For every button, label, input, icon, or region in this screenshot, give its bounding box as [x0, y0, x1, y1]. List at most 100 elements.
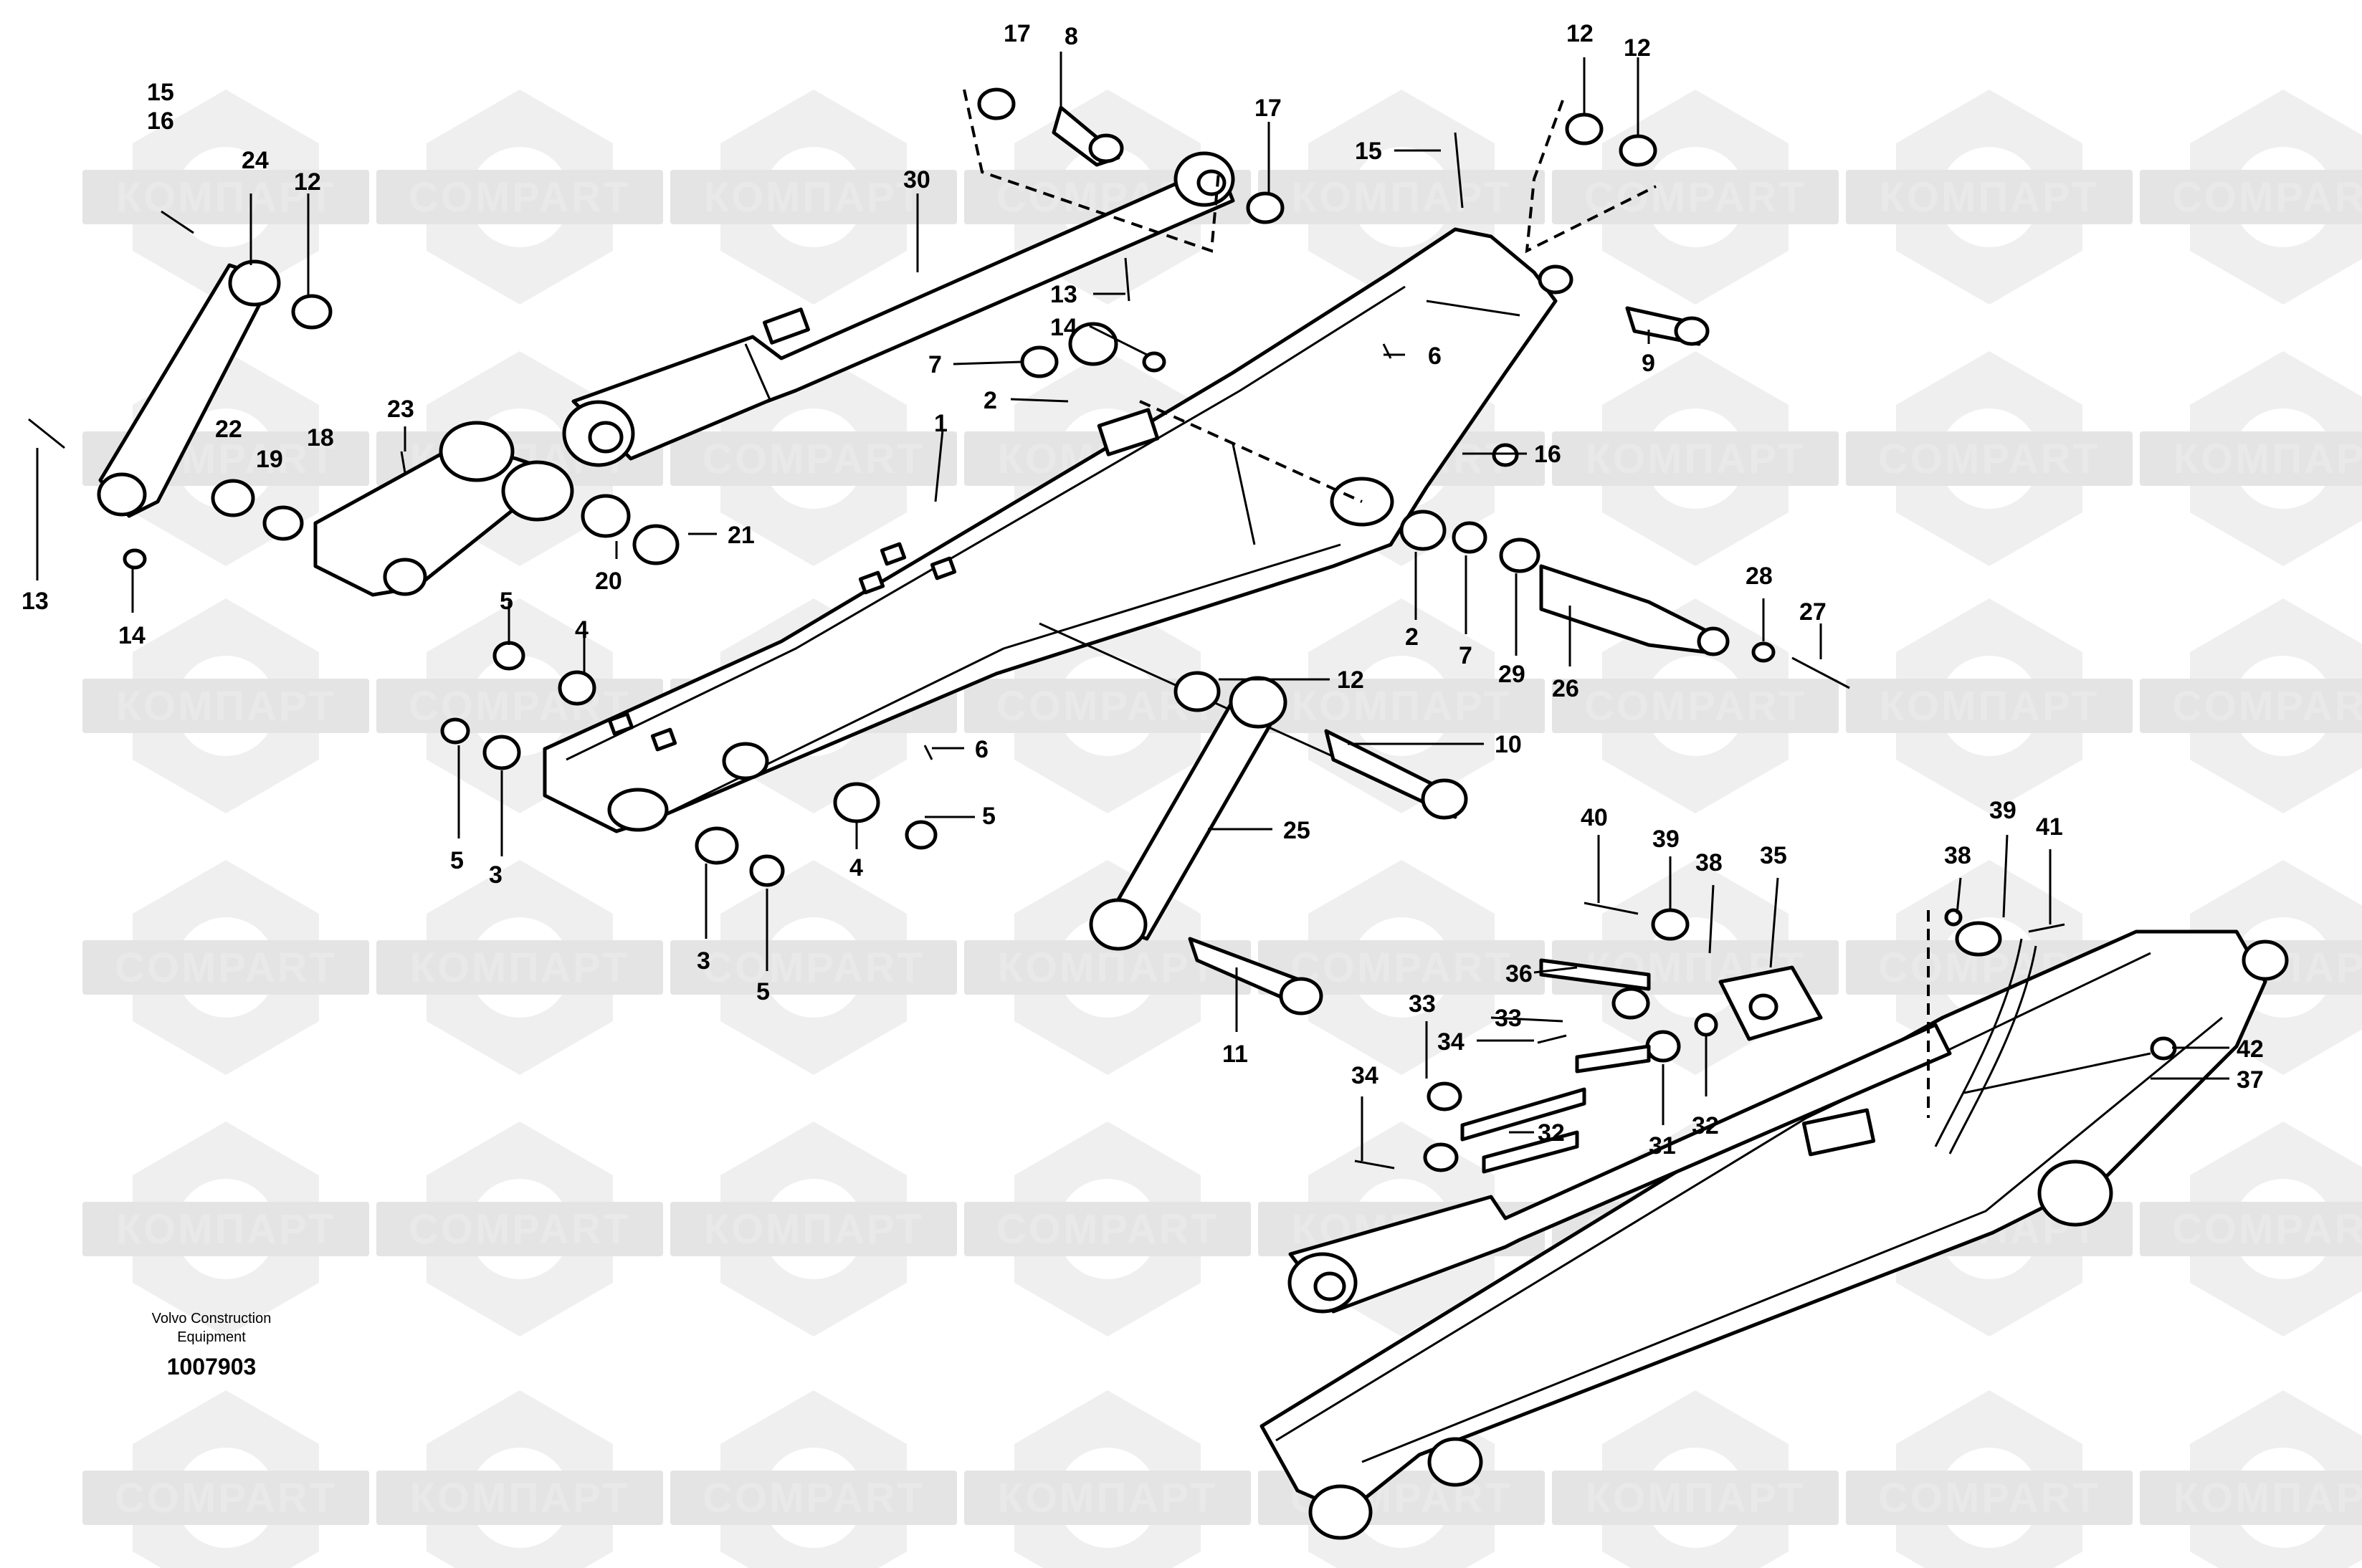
callout-6: 6 [975, 736, 989, 763]
callout-33: 33 [1409, 990, 1436, 1018]
link-arms [97, 259, 1287, 951]
watermark-tile: COMPART [376, 90, 663, 305]
callout-13: 13 [22, 588, 49, 615]
callout-15: 15 [1355, 138, 1382, 165]
watermark-text: COMPART [115, 945, 337, 991]
callout-19: 19 [256, 446, 283, 473]
watermark-tile: COMPART [1552, 90, 1839, 305]
watermark-tile: КОМПАРТ [964, 1390, 1251, 1568]
watermark-tile: COMPART [376, 1122, 663, 1337]
watermark-tile: COMPART [1846, 1390, 2133, 1568]
watermark-tile: КОМПАРТ [670, 1122, 957, 1337]
callout-17: 17 [1004, 20, 1031, 47]
callout-3: 3 [489, 861, 503, 889]
watermark-text: КОМПАРТ [998, 945, 1218, 991]
callout-2: 2 [984, 387, 997, 414]
callout-12: 12 [1624, 34, 1651, 62]
callout-34: 34 [1437, 1028, 1465, 1056]
watermark-text: COMPART [1878, 436, 2100, 482]
watermark-text: COMPART [1584, 683, 1806, 730]
watermark-tile: КОМПАРТ [82, 1122, 369, 1337]
watermark-tile: КОМПАРТ [2140, 351, 2362, 566]
callout-13: 13 [1050, 281, 1077, 308]
watermark-tile: КОМПАРТ [376, 1390, 663, 1568]
callout-27: 27 [1799, 598, 1827, 626]
callout-4: 4 [575, 616, 589, 644]
watermark-text: COMPART [2172, 174, 2362, 221]
callout-30: 30 [903, 166, 930, 193]
callout-12: 12 [294, 168, 321, 196]
boom-cylinder [562, 151, 1235, 467]
callout-26: 26 [1552, 675, 1579, 702]
watermark-text: COMPART [409, 1206, 631, 1253]
callout-25: 25 [1283, 817, 1310, 844]
callout-18: 18 [307, 424, 334, 451]
callout-23: 23 [387, 396, 414, 423]
callout-15: 15 [147, 79, 174, 106]
callout-32: 32 [1692, 1112, 1719, 1139]
boom-assembly [543, 227, 1573, 833]
callout-14: 14 [118, 622, 146, 649]
watermark-text: КОМПАРТ [998, 1475, 1218, 1521]
callout-41: 41 [2036, 813, 2063, 841]
callout-39: 39 [1652, 826, 1680, 853]
callout-37: 37 [2237, 1066, 2264, 1094]
watermark-text: КОМПАРТ [1586, 1475, 1806, 1521]
callout-11: 11 [1222, 1041, 1248, 1068]
callout-31: 31 [1649, 1132, 1676, 1160]
callout-9: 9 [1642, 350, 1655, 377]
callout-38: 38 [1944, 842, 1971, 869]
watermark-text: COMPART [2172, 1206, 2362, 1253]
watermark-tile: COMPART [670, 1390, 957, 1568]
callout-7: 7 [1459, 642, 1472, 669]
watermark-tile: COMPART [670, 860, 957, 1075]
watermark-layer: КОМПАРТ COMPART КОМПАРТ COMPART КОМПАРТ COMPA… [82, 90, 2362, 1568]
manufacturer-line-1: Volvo Construction [152, 1311, 272, 1326]
callout-labels: 17 8 17 12 12 15 16 24 12 30 15 13 14 7 … [22, 20, 2264, 1160]
watermark-text: COMPART [409, 683, 631, 730]
watermark-text: КОМПАРТ [1880, 683, 2100, 730]
callout-1: 1 [934, 410, 948, 437]
watermark-text: КОМПАРТ [704, 174, 924, 221]
watermark-tile: COMPART [2140, 90, 2362, 305]
callout-2: 2 [1405, 623, 1419, 651]
callout-12: 12 [1337, 666, 1364, 694]
watermark-text: COMPART [703, 436, 925, 482]
callout-14: 14 [1050, 314, 1077, 341]
pins-and-bushings [28, 87, 1850, 1015]
watermark-tile: COMPART [2140, 1122, 2362, 1337]
watermark-tile: КОМПАРТ [964, 860, 1251, 1075]
watermark-text: COMPART [1290, 945, 1513, 991]
watermark-tile: COMPART [1258, 860, 1545, 1075]
callout-28: 28 [1746, 563, 1773, 590]
callout-21: 21 [728, 522, 755, 549]
watermark-text: COMPART [2172, 683, 2362, 730]
callout-29: 29 [1498, 661, 1525, 688]
watermark-tile: КОМПАРТ [1846, 90, 2133, 305]
watermark-text: КОМПАРТ [116, 683, 336, 730]
watermark-tile: КОМПАРТ [1552, 351, 1839, 566]
watermark-text: COMPART [996, 1206, 1219, 1253]
callout-3: 3 [697, 947, 710, 975]
callout-17: 17 [1254, 95, 1282, 122]
watermark-tile: COMPART [964, 1122, 1251, 1337]
watermark-tile: COMPART [1552, 598, 1839, 813]
watermark-tile: COMPART [2140, 598, 2362, 813]
callout-5: 5 [982, 803, 996, 830]
callout-5: 5 [450, 847, 464, 874]
watermark-text: COMPART [703, 1475, 925, 1521]
callout-34: 34 [1351, 1062, 1378, 1089]
watermark-text: КОМПАРТ [1292, 683, 1512, 730]
watermark-text: КОМПАРТ [116, 174, 336, 221]
callout-42: 42 [2237, 1036, 2264, 1063]
callout-8: 8 [1065, 23, 1078, 50]
watermark-text: КОМПАРТ [1880, 174, 2100, 221]
callout-33: 33 [1495, 1005, 1522, 1032]
document-number: 1007903 [167, 1354, 257, 1380]
watermark-text: КОМПАРТ [2173, 436, 2362, 482]
watermark-text: COMPART [115, 1475, 337, 1521]
watermark-text: COMPART [1878, 1475, 2100, 1521]
watermark-tile: COMPART [670, 351, 957, 566]
callout-24: 24 [242, 147, 269, 174]
lower-arm-assembly [1259, 902, 2289, 1540]
